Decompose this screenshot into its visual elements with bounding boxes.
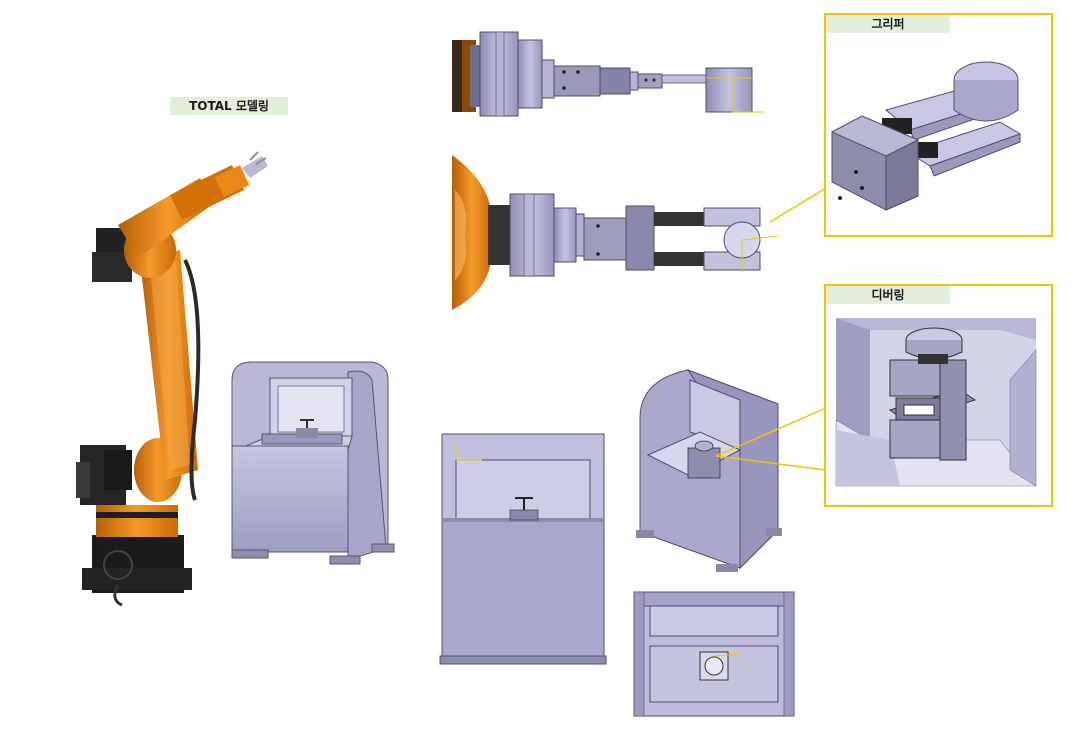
deburring-label: 디버링 [826, 286, 950, 304]
gripper-top-view [452, 155, 779, 310]
deburring-callout-box [824, 284, 1053, 507]
deburring-machine-iso-left [231, 361, 395, 565]
deburring-machine-iso-right [636, 368, 782, 572]
gripper-label: 그리퍼 [826, 15, 950, 33]
gripper-side-view [452, 31, 764, 117]
callout-lines [715, 187, 827, 471]
deburring-machine-front [439, 433, 607, 665]
deburring-closeup [835, 318, 1037, 487]
gripper-callout-box [824, 13, 1053, 237]
gripper-closeup [830, 61, 1022, 211]
deburring-machine-top-view [633, 591, 795, 717]
robot-arm [76, 151, 268, 607]
total-modeling-label: TOTAL 모델링 [170, 97, 288, 115]
